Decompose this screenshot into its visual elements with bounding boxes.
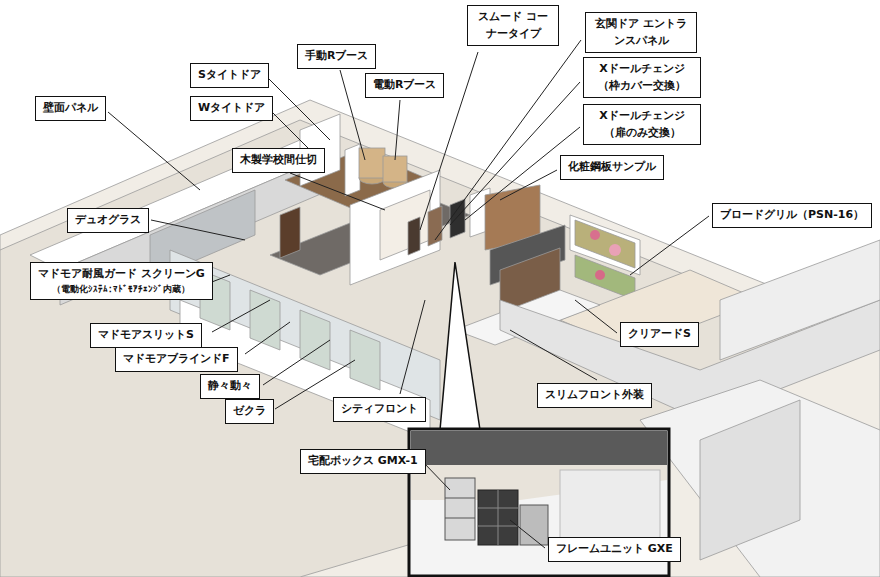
callout-label: ブロードグリル（PSN-16） [712,203,872,228]
label-text: 宅配ボックス GMX-1 [308,453,418,470]
label-text: マドモア耐風ガード スクリーンG [38,266,205,283]
callout-label: 玄関ドア エントランスパネル [585,12,697,53]
label-text: 電動Rブース [373,77,436,94]
floor-plan [0,100,880,577]
label-text: ゼクラ [233,403,266,420]
callout-label: フレームユニット GXE [548,537,681,562]
callout-label: 壁面パネル [35,96,106,121]
label-text: 化粧鋼板サンプル [568,159,656,176]
label-text: デュオグラス [75,212,141,229]
callout-label: スリムフロント外装 [537,383,652,408]
label-text: 手動Rブース [305,48,368,65]
callout-label: Sタイトドア [190,63,269,88]
callout-label: 化粧鋼板サンプル [560,155,664,180]
label-text: Sタイトドア [198,67,261,84]
label-text: 玄関ドア エントランスパネル [593,16,689,49]
label-text: スリムフロント外装 [545,387,644,404]
label-text: （電動化ｼｽﾃﾑ：ﾏﾄﾞﾓｱﾁｪﾝｼﾞ内蔵） [38,283,205,297]
callout-label: 静々動々 [200,374,260,399]
callout-label: 木製学校間仕切 [232,148,325,173]
callout-label: マドモアブラインドF [115,347,238,372]
callout-label: シティフロント [333,397,426,422]
callout-label: 電動Rブース [365,73,444,98]
label-text: スムード コーナータイプ [475,9,551,42]
label-text: マドモアスリットS [98,327,194,344]
label-text: Xドールチェンジ （枠カバー交換） [591,61,693,94]
label-text: 静々動々 [208,378,252,395]
label-text: フレームユニット GXE [556,541,673,558]
label-text: マドモアブラインドF [123,351,230,368]
callout-label: デュオグラス [67,208,149,233]
label-text: シティフロント [341,401,418,418]
callout-label: Xドールチェンジ （扉のみ交換） [583,104,701,145]
callout-label: Xドールチェンジ （枠カバー交換） [583,57,701,98]
label-text: ブロードグリル（PSN-16） [720,207,864,224]
callout-label: 手動Rブース [297,44,376,69]
callout-label: スムード コーナータイプ [467,5,559,46]
label-text: 壁面パネル [43,100,98,117]
label-text: Xドールチェンジ （扉のみ交換） [591,108,693,141]
callout-label: Wタイトドア [190,96,273,121]
callout-label: 宅配ボックス GMX-1 [300,449,426,474]
label-text: Wタイトドア [198,100,265,117]
label-text: クリアードS [628,326,691,343]
callout-label: ゼクラ [225,399,274,424]
callout-label: マドモア耐風ガード スクリーンG（電動化ｼｽﾃﾑ：ﾏﾄﾞﾓｱﾁｪﾝｼﾞ内蔵） [30,262,213,300]
callout-label: クリアードS [620,322,699,347]
callout-label: マドモアスリットS [90,323,202,348]
label-text: 木製学校間仕切 [240,152,317,169]
